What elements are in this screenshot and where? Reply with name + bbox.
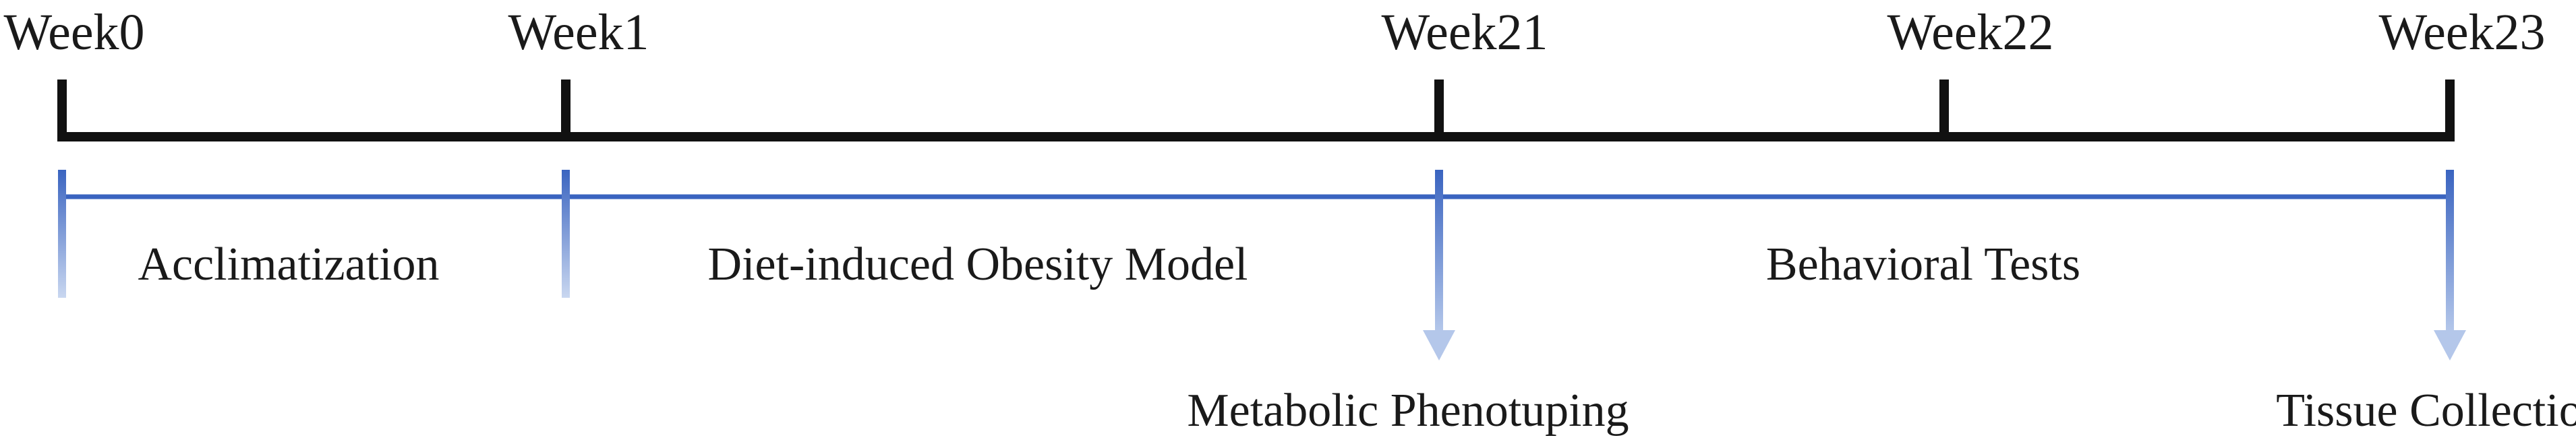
week23-arrow-shaft bbox=[2446, 170, 2454, 331]
week23-arrow-head bbox=[2434, 330, 2466, 360]
phase-behavioral-tests-label: Behavioral Tests bbox=[1765, 239, 2081, 290]
week21-arrow-shaft bbox=[1435, 170, 1443, 331]
week1-phase-marker bbox=[562, 170, 570, 298]
week0-label: Week0 bbox=[3, 4, 145, 61]
phase-obesity-model-label: Diet-induced Obesity Model bbox=[707, 239, 1248, 290]
event-tissue-label: Tissue Collection bbox=[2276, 385, 2576, 437]
week23-label: Week23 bbox=[2378, 4, 2546, 61]
phase-acclimatization-label: Acclimatization bbox=[138, 239, 440, 290]
event-metabolic-label: Metabolic Phenotuping bbox=[1187, 385, 1629, 437]
week0-phase-marker bbox=[58, 170, 66, 298]
week22-label: Week22 bbox=[1887, 4, 2054, 61]
week21-label: Week21 bbox=[1381, 4, 1548, 61]
week21-arrow-head bbox=[1423, 330, 1455, 360]
week1-label: Week1 bbox=[508, 4, 649, 61]
